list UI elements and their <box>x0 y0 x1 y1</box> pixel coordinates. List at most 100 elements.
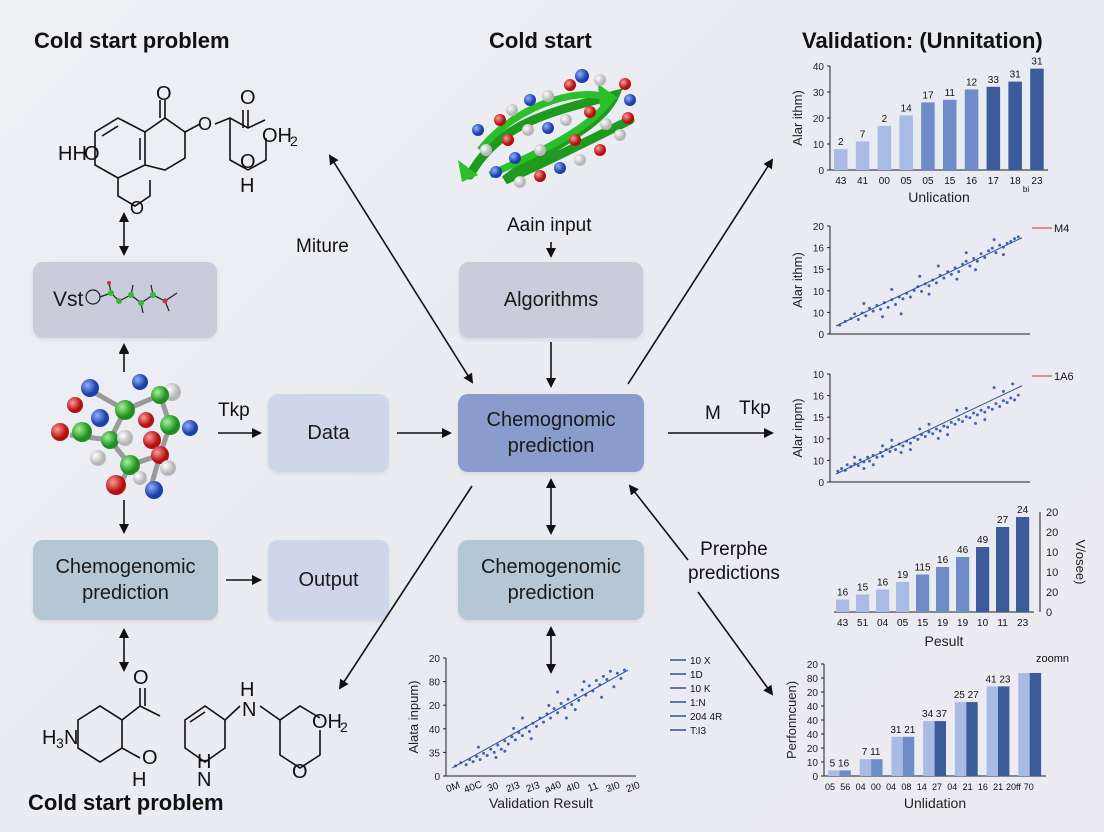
y-tick-label: 20 <box>1046 507 1058 519</box>
x-tick-label: 05 <box>897 618 909 629</box>
bar-data-label: 7 11 <box>862 747 881 758</box>
scatter-point <box>875 455 879 459</box>
y-axis-label: Alar ithm) <box>790 90 805 146</box>
scatter-point <box>485 753 489 757</box>
scatter-point <box>949 420 953 424</box>
scatter-point <box>836 469 840 473</box>
scatter-point <box>927 292 931 296</box>
y-tick-label: 10 <box>813 370 825 381</box>
chemogenomic-prediction-left-box[interactable]: Chemogenomic prediction <box>33 540 218 620</box>
mol-oh2b-label: OH <box>312 711 342 733</box>
x-axis-label: Unlication <box>908 189 969 205</box>
chemogenomic-prediction-center-box[interactable]: Chemogenomic prediction <box>458 540 644 620</box>
scatter-point <box>496 743 500 747</box>
scatter-point <box>934 281 938 285</box>
scatter-point <box>471 760 475 764</box>
data-box[interactable]: Data <box>268 394 389 472</box>
bar-data-label: 19 <box>897 570 909 581</box>
scatter-point <box>864 314 868 318</box>
scatter-point <box>564 716 568 720</box>
x-tick-label: 04 <box>856 782 866 792</box>
bar <box>986 86 1001 170</box>
legend-label: 1:N <box>690 698 706 709</box>
scatter-point <box>867 306 871 310</box>
bar-data-label: 34 37 <box>922 709 947 720</box>
scatter-point <box>972 411 976 415</box>
scatter-point <box>534 724 538 728</box>
scatter-point <box>499 747 503 751</box>
legend-label: 1A6 <box>1054 371 1074 383</box>
scatter-point <box>475 754 479 758</box>
x-tick-label: 04 <box>947 782 957 792</box>
scatter-point <box>983 256 987 259</box>
scatter-point <box>974 421 977 425</box>
bar-data-label: 25 27 <box>954 690 979 701</box>
scatter-point <box>527 730 531 734</box>
scatter-point <box>949 272 953 276</box>
label-prerphe-predictions: Prerphe predictions <box>688 539 780 585</box>
label-m: M <box>705 403 721 424</box>
mol-o6-label: O <box>130 198 144 218</box>
mol-h3n-sub-label: 3 <box>56 735 64 751</box>
scatter-point <box>920 289 924 293</box>
bar <box>828 770 840 776</box>
y-tick-label: 20 <box>807 660 819 671</box>
x-tick-label: 04 <box>877 618 889 629</box>
scatter-point <box>968 264 972 268</box>
scatter-point <box>510 735 514 739</box>
heading-validation: Validation: (Unnitation) <box>802 28 1043 53</box>
y-tick-label: 0 <box>818 478 824 489</box>
label-tkp-left: Tkp <box>218 400 250 421</box>
x-tick-label: 30 <box>486 780 501 794</box>
chemognomic-prediction-box[interactable]: Chemognomic prediction <box>458 394 644 472</box>
scatter-point <box>998 404 1002 408</box>
scatter-point <box>619 676 623 680</box>
bar <box>1030 68 1044 170</box>
y-tick-label: 16 <box>813 244 825 255</box>
scatter-point <box>918 427 922 431</box>
x-tick-label: 2I0 <box>625 780 642 795</box>
label-main-input: Aain input <box>507 215 592 236</box>
output-box[interactable]: Output <box>268 540 389 620</box>
scatter-point <box>936 436 940 440</box>
y-tick-label: 10 <box>807 758 819 769</box>
x-axis-label: Pesult <box>925 633 964 649</box>
scatter-point <box>840 466 844 470</box>
x-tick-label: 14 <box>917 782 927 792</box>
scatter-point <box>901 444 905 448</box>
scatter-point <box>478 758 482 762</box>
bar-data-label: 31 <box>1031 57 1043 68</box>
y-tick-label: 10 <box>813 140 825 151</box>
scatter-point <box>881 444 884 448</box>
atoms <box>51 374 198 499</box>
x-tick-label: 00 <box>879 176 891 187</box>
mol-n-ring-label: N <box>197 769 211 791</box>
y-tick-label: 16 <box>813 392 825 403</box>
molecule-bottom-left <box>77 688 321 769</box>
scatter-point <box>886 305 890 309</box>
mol-o2-label: O <box>156 83 172 105</box>
bar-data-label: 49 <box>977 535 989 546</box>
scatter-point <box>983 418 987 422</box>
y-tick-label: 10 <box>813 308 825 319</box>
x-tick-label: 05 <box>825 782 835 792</box>
x-tick-label: 11 <box>586 781 600 795</box>
mol-oh2b-sub-label: 2 <box>340 719 348 735</box>
scatter-point <box>888 450 892 454</box>
x-tick-label: 10 <box>977 618 989 629</box>
bar <box>891 736 903 776</box>
bar-data-label: 2 <box>882 114 888 125</box>
bar <box>859 759 872 776</box>
vst-box[interactable]: Vst <box>33 262 217 338</box>
mol-o1-label: O <box>84 143 100 165</box>
algorithms-box[interactable]: Algorithms <box>459 262 643 338</box>
y-axis-label: Alata inpum) <box>406 681 421 754</box>
scatter-point <box>879 307 883 311</box>
scatter-point <box>955 408 959 412</box>
scatter-point <box>918 274 922 278</box>
scatter-point <box>489 747 493 751</box>
scatter-point <box>582 680 586 684</box>
